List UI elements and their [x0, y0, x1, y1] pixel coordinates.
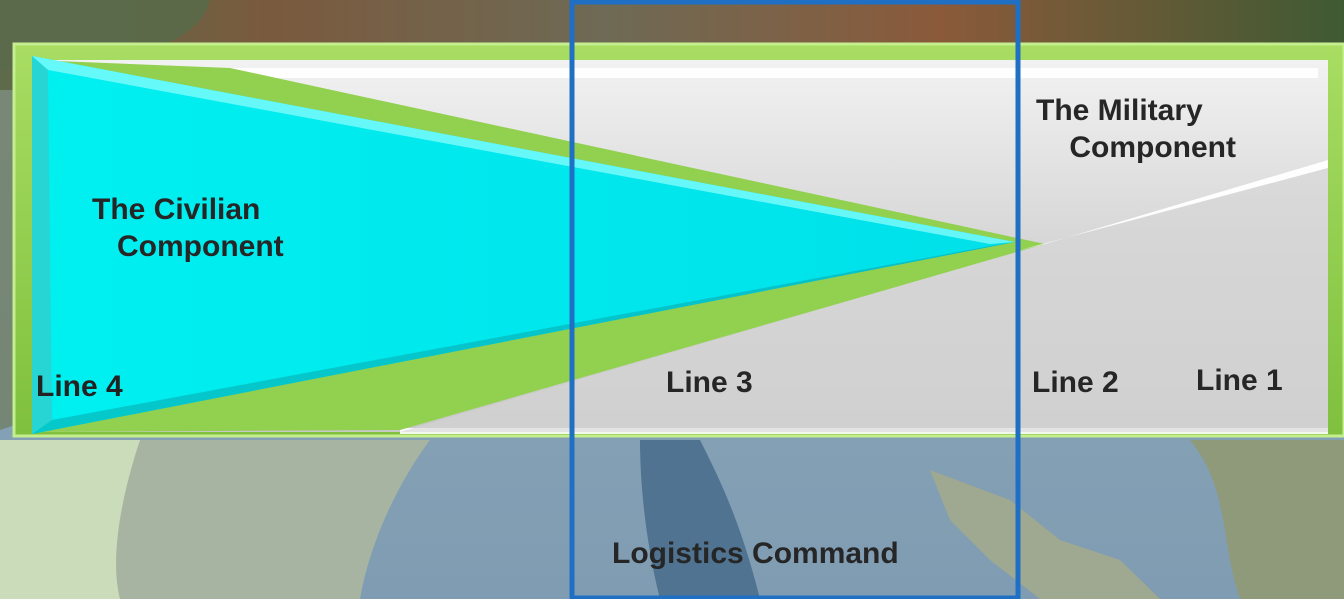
civilian-component-label: The Civilian Component [92, 193, 284, 263]
line-4-label: Line 4 [36, 370, 123, 403]
logistics-command-box [569, 0, 1021, 599]
military-component-label: The Military Component [1036, 94, 1236, 164]
map-land-northeast [1190, 440, 1344, 599]
line-2-label: Line 2 [1032, 366, 1119, 399]
civilian-triangle [32, 56, 1015, 434]
line-1-label: Line 1 [1196, 364, 1283, 397]
map-lake [640, 440, 760, 599]
map-land-east [930, 470, 1160, 599]
logistics-command-label: Logistics Command [612, 537, 899, 570]
line-3-label: Line 3 [666, 366, 753, 399]
